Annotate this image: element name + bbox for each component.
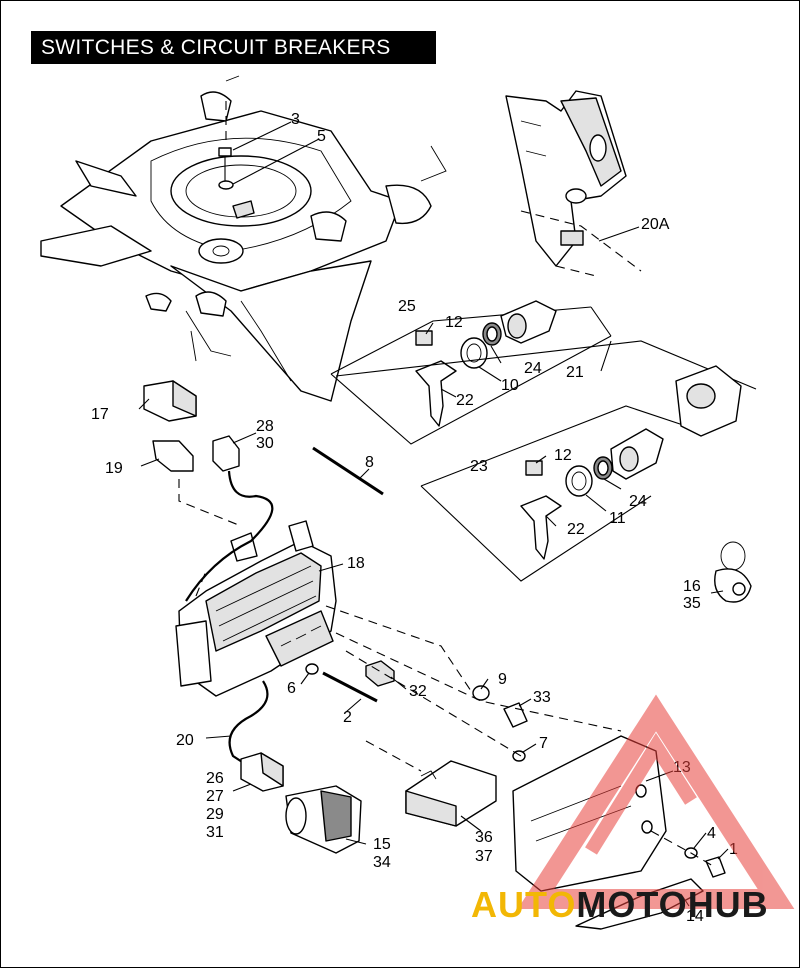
callout-33: 33: [533, 689, 551, 706]
callout-14: 14: [686, 908, 704, 925]
relay-17: [143, 380, 197, 422]
callout-17: 17: [91, 406, 109, 423]
callout-5: 5: [317, 128, 326, 145]
callout-24-upper: 24: [524, 360, 542, 377]
callout-25: 25: [398, 298, 416, 315]
callout-31: 31: [206, 824, 224, 841]
callout-7: 7: [539, 735, 548, 752]
frame-assembly: [40, 75, 447, 402]
washer-6: [305, 663, 319, 675]
electrical-caddy-18: [175, 520, 337, 697]
fork-bracket-20A: [505, 90, 627, 267]
callout-34: 34: [373, 854, 391, 871]
bracket-19: [152, 440, 194, 472]
callout-26: 26: [206, 770, 224, 787]
callout-21: 21: [566, 364, 584, 381]
callout-28: 28: [256, 418, 274, 435]
callout-16: 16: [683, 578, 701, 595]
key-fob-16: [714, 541, 752, 603]
callout-37: 37: [475, 848, 493, 865]
callout-9: 9: [498, 671, 507, 688]
connector-28: [212, 435, 240, 472]
grommet-9: [472, 685, 490, 701]
bolt-2: [322, 671, 378, 703]
screw-1: [705, 856, 726, 878]
watermark-logo-triangle: [517, 694, 795, 909]
nut-frame: [232, 200, 255, 219]
callout-23: 23: [470, 458, 488, 475]
page-title: SWITCHES & CIRCUIT BREAKERS: [31, 31, 436, 64]
bolt-8: [312, 446, 384, 496]
callout-6: 6: [287, 680, 296, 697]
watermark-moto: MOTO: [576, 884, 688, 925]
screw-3: [218, 147, 232, 181]
callout-35: 35: [683, 595, 701, 612]
callout-22-upper: 22: [456, 392, 474, 409]
callout-11: 11: [609, 510, 626, 527]
callout-2: 2: [343, 709, 352, 726]
watermark-hub: HUB: [687, 884, 769, 925]
callout-20A: 20A: [641, 216, 670, 233]
callout-8: 8: [365, 454, 374, 471]
callout-3: 3: [291, 111, 300, 128]
circuit-breaker-15: [285, 785, 362, 854]
watermark-auto: AUTO: [471, 884, 577, 925]
callout-12-upper: 12: [445, 314, 463, 331]
callout-15: 15: [373, 836, 391, 853]
ignition-switch-kit-25: [330, 300, 612, 445]
callout-27: 27: [206, 788, 224, 805]
callout-30: 30: [256, 435, 274, 452]
callout-36: 36: [475, 829, 493, 846]
callout-32: 32: [409, 683, 427, 700]
standoff-33: [503, 702, 528, 728]
callout-10: 10: [501, 377, 519, 394]
callout-20: 20: [176, 732, 194, 749]
watermark-text: AUTOMOTOHUB: [471, 884, 769, 926]
module-36: [405, 760, 497, 827]
callout-4: 4: [707, 825, 716, 842]
callout-22-lower: 22: [567, 521, 585, 538]
washer-5: [218, 180, 234, 190]
relay-32: [365, 660, 395, 687]
callout-24-lower: 24: [629, 493, 647, 510]
callout-29: 29: [206, 806, 224, 823]
callout-18: 18: [347, 555, 365, 572]
ignition-switch-kit-23: [335, 340, 757, 582]
callout-19: 19: [105, 460, 123, 477]
connector-26: [240, 752, 284, 792]
callout-12-lower: 12: [554, 447, 572, 464]
